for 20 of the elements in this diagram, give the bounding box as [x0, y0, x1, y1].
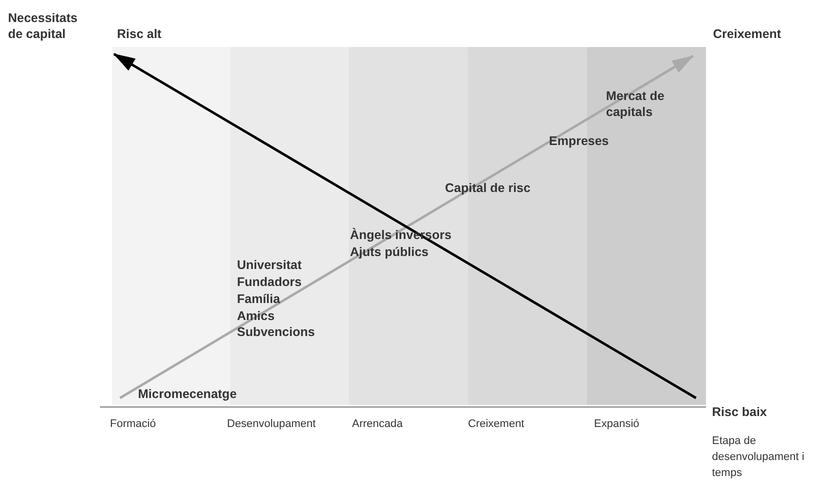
stage-label: Arrencada	[352, 417, 403, 432]
stage-label: Formació	[110, 417, 156, 432]
stage-label: Creixement	[468, 417, 524, 432]
axis-title: Risc alt	[117, 26, 162, 42]
funding-label: Amics	[237, 308, 275, 324]
funding-label: Fundadors	[237, 274, 302, 290]
funding-label: Empreses	[549, 133, 609, 149]
funding-label: Universitat	[237, 257, 302, 273]
stage-label: Expansió	[594, 417, 640, 432]
axis-title: Creixement	[713, 26, 782, 42]
funding-label: Subvencions	[237, 324, 315, 340]
axis-title: Risc baix	[712, 404, 767, 420]
funding-label: Família	[237, 291, 280, 307]
stage-label: Desenvolupament	[227, 417, 316, 432]
funding-label: Capital de risc	[445, 180, 530, 196]
funding-label: Ajuts públics	[350, 244, 428, 260]
axis-title: Etapa de desenvolupament i temps	[712, 434, 806, 481]
funding-label: Micromecenatge	[138, 386, 237, 402]
axis-title: Necessitats de capital	[8, 10, 78, 42]
funding-label: Mercat de capitals	[606, 88, 666, 120]
